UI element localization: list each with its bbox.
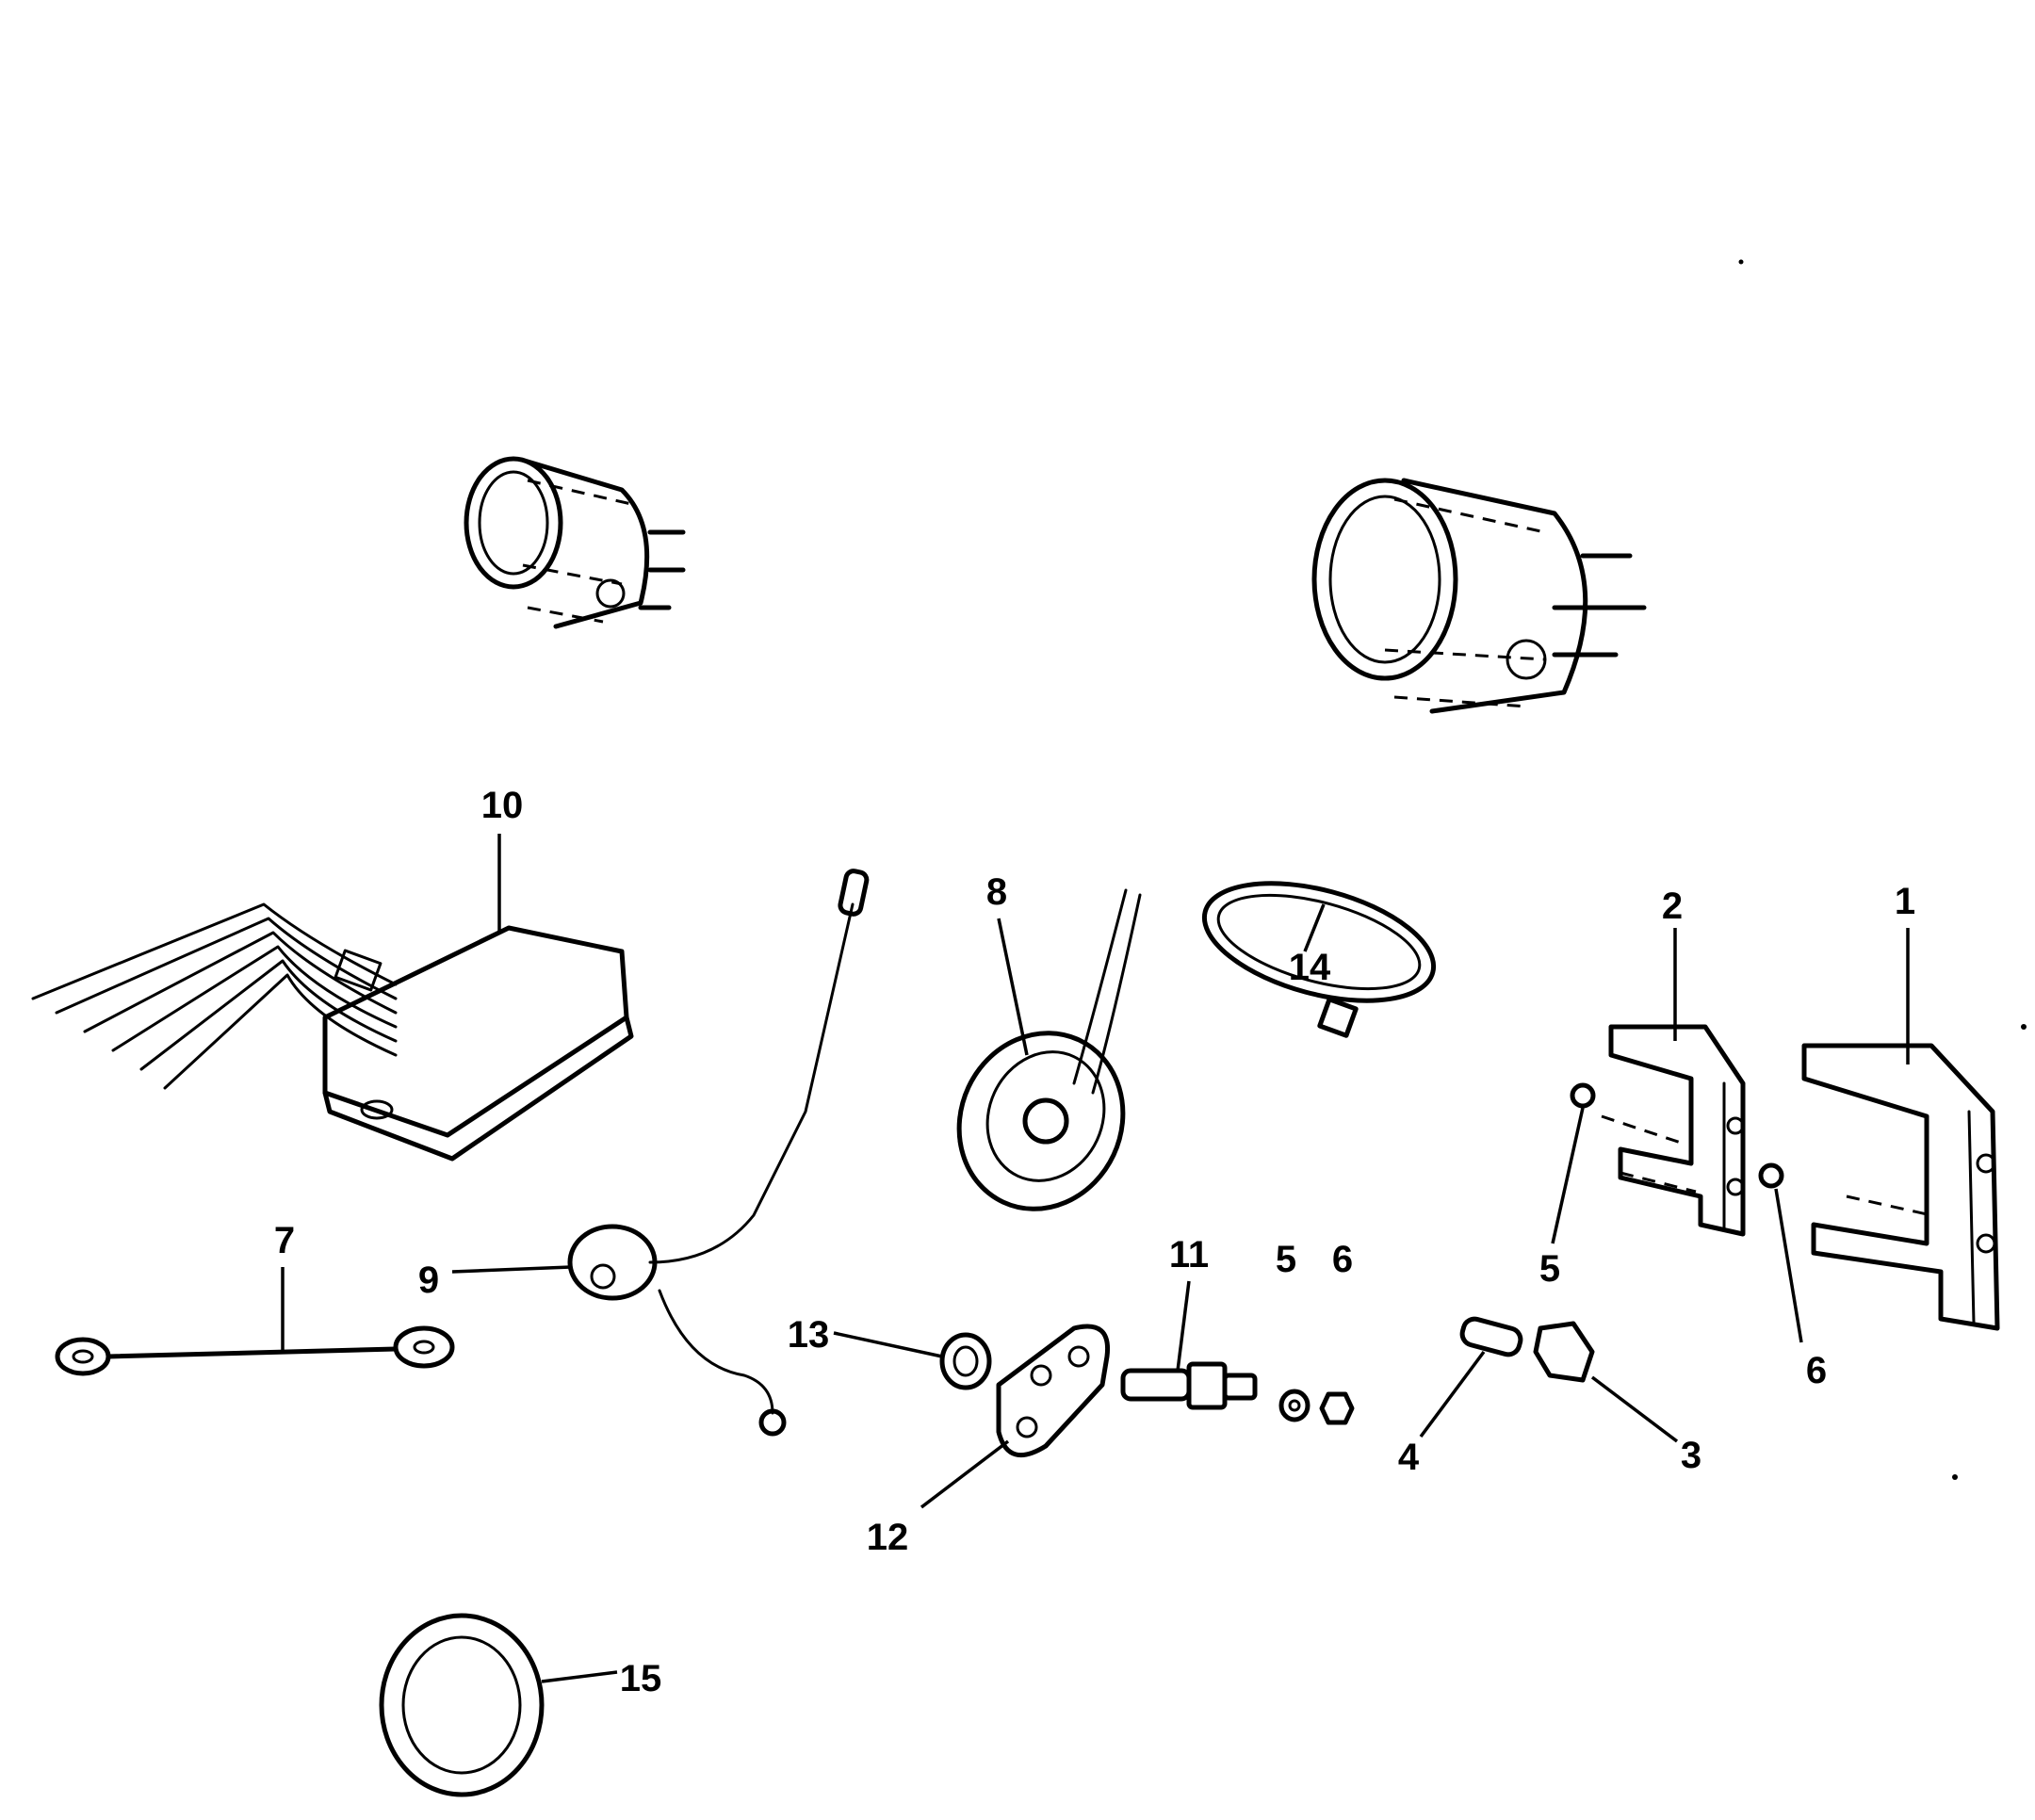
- callout-14: 14: [1289, 947, 1331, 988]
- part-11-sender: [1120, 1361, 1258, 1410]
- callout-1: 1: [1895, 881, 1915, 922]
- callout-2: 2: [1662, 886, 1683, 927]
- speck: [1952, 1474, 1958, 1480]
- callout-10: 10: [481, 785, 524, 826]
- part-12-plate: [996, 1324, 1111, 1457]
- part-7-ground-strap: [55, 1325, 455, 1376]
- part-5-washer-middle: [1278, 1389, 1311, 1422]
- part-6-nut-right: [1758, 1162, 1784, 1189]
- speck: [2021, 1024, 2027, 1030]
- part-14-strap: [1201, 881, 1437, 1038]
- part-4-spacer: [1459, 1316, 1523, 1357]
- callout-3: 3: [1681, 1435, 1701, 1476]
- callout-6-middle: 6: [1332, 1239, 1353, 1280]
- part-3-cap-nut: [1533, 1321, 1595, 1383]
- part-6-nut-middle: [1319, 1391, 1355, 1425]
- callout-11: 11: [1169, 1234, 1209, 1276]
- callout-12: 12: [867, 1517, 909, 1558]
- callout-13: 13: [788, 1314, 830, 1356]
- part-2-bracket: [1608, 1024, 1746, 1237]
- speck: [1738, 259, 1744, 265]
- part-15-seal-ring: [379, 1613, 545, 1797]
- callout-15: 15: [620, 1658, 662, 1699]
- callout-7: 7: [274, 1220, 295, 1261]
- part-1-bracket: [1801, 1043, 2000, 1331]
- callout-8: 8: [986, 871, 1007, 913]
- leader-lines: [281, 834, 1910, 1683]
- part-5-washer-right: [1570, 1082, 1596, 1109]
- callout-5-right: 5: [1539, 1248, 1560, 1290]
- small-gauge: [464, 456, 686, 629]
- callout-4: 4: [1398, 1437, 1420, 1478]
- callout-9: 9: [418, 1259, 439, 1301]
- part-10-module: [31, 902, 634, 1162]
- large-gauge: [1311, 478, 1647, 714]
- part-8-trigger: [956, 888, 1142, 1211]
- part-13-grommet: [939, 1332, 992, 1390]
- callout-6-right: 6: [1806, 1350, 1827, 1391]
- callout-5-middle: 5: [1276, 1239, 1296, 1280]
- part-9-switch: [567, 869, 870, 1437]
